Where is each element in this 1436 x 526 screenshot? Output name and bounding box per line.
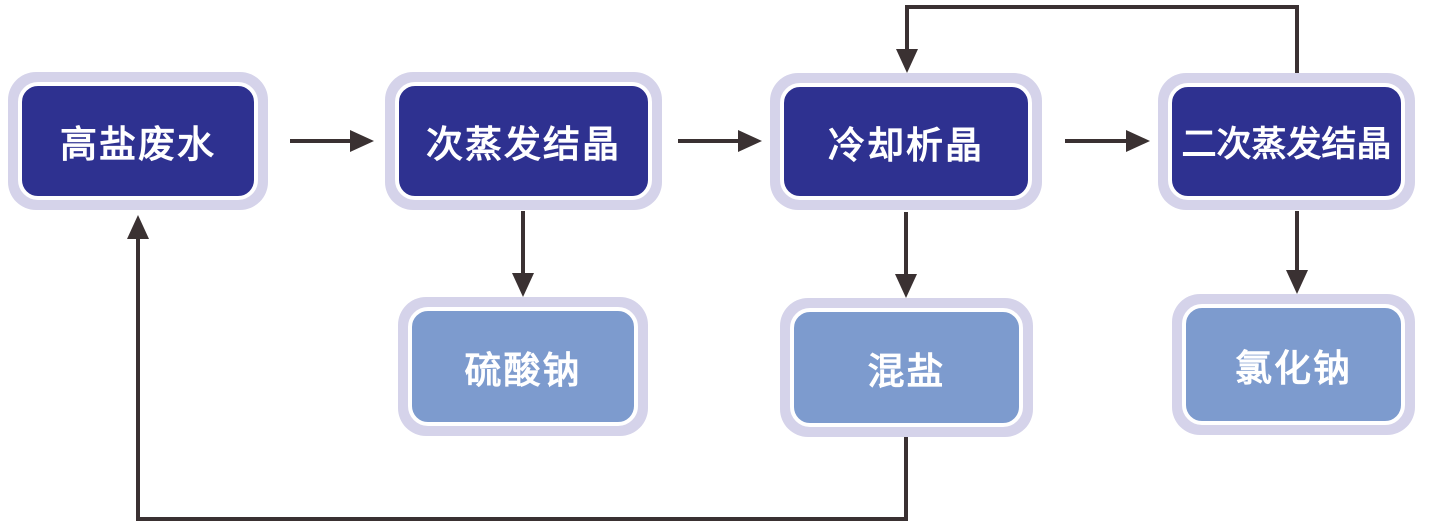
arrow-cooling-to-evap2 — [1065, 130, 1150, 152]
arrow-evap2-to-sodium-chloride — [1286, 211, 1308, 294]
node-label-sodium-chloride: 氯化钠 — [1235, 346, 1352, 390]
node-sodium-chloride: 氯化钠 — [1172, 294, 1415, 435]
arrow-cooling-to-mixed-salt — [895, 212, 917, 298]
node-high-salt-wastewater: 高盐废水 — [8, 72, 268, 210]
arrow-evap1-to-cooling — [678, 130, 762, 152]
arrow-wastewater-to-evap1 — [290, 130, 374, 152]
node-primary-evaporation-crystallization: 次蒸发结晶 — [385, 72, 662, 210]
arrow-evap2-to-cooling-feedback — [896, 5, 1299, 73]
arrow-mixed-salt-to-wastewater-feedback — [127, 215, 908, 521]
node-cooling-crystallization: 冷却析晶 — [770, 73, 1042, 210]
node-label-secondary-evaporation-crystallization: 二次蒸发结晶 — [1181, 125, 1392, 165]
node-label-sodium-sulfate: 硫酸钠 — [464, 348, 582, 392]
node-label-mixed-salt: 混盐 — [867, 349, 946, 393]
arrow-evap1-to-sodium-sulfate — [512, 211, 534, 297]
node-sodium-sulfate: 硫酸钠 — [398, 297, 648, 436]
node-secondary-evaporation-crystallization: 二次蒸发结晶 — [1158, 73, 1415, 210]
node-label-cooling-crystallization: 冷却析晶 — [828, 123, 984, 167]
node-mixed-salt: 混盐 — [780, 298, 1033, 437]
node-label-primary-evaporation-crystallization: 次蒸发结晶 — [426, 123, 621, 166]
node-label-high-salt-wastewater: 高盐废水 — [60, 123, 216, 166]
